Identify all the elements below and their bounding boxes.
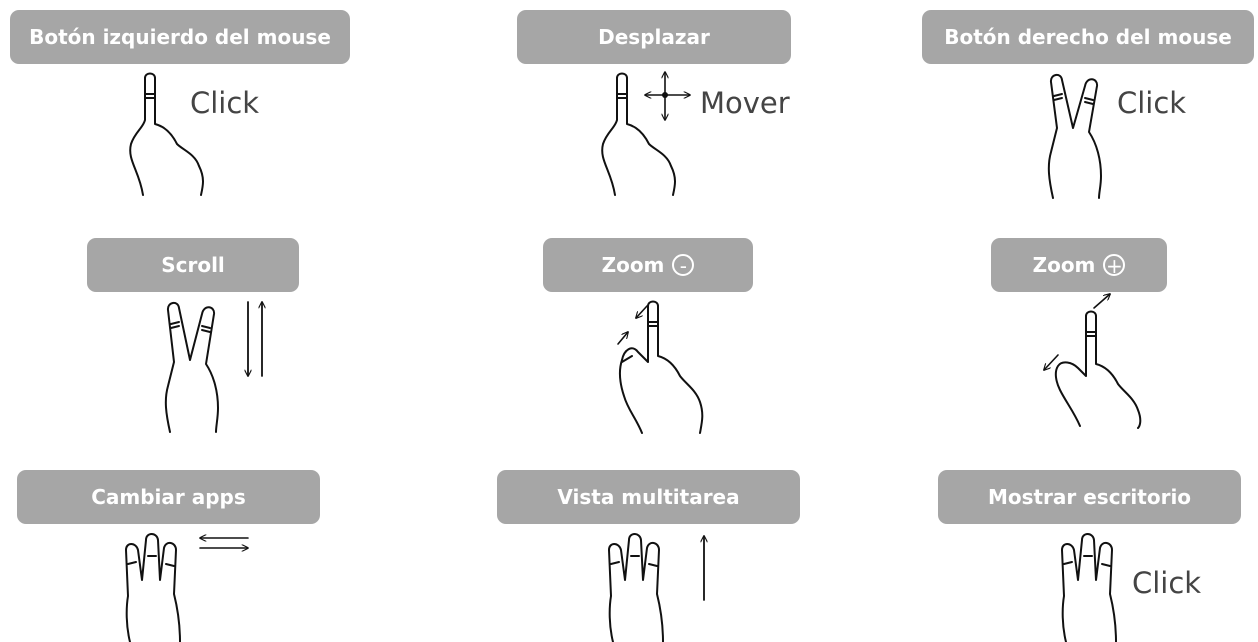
move-arrows-icon bbox=[644, 71, 691, 121]
label-multitask-text: Vista multitarea bbox=[557, 485, 740, 509]
label-show-desktop: Mostrar escritorio bbox=[938, 470, 1241, 524]
label-zoom-out-text: Zoom bbox=[601, 253, 665, 277]
label-scroll-text: Scroll bbox=[161, 253, 225, 277]
label-left-click-text: Botón izquierdo del mouse bbox=[29, 25, 331, 49]
scroll-arrows-icon bbox=[248, 301, 262, 377]
zoom-minus-icon: - bbox=[672, 254, 695, 277]
caption-right-click: Click bbox=[1117, 86, 1187, 120]
one-finger-hand-icon bbox=[129, 72, 204, 196]
pinch-arrows-icon bbox=[617, 305, 648, 345]
scroll-hand-icon bbox=[164, 302, 219, 433]
label-right-click: Botón derecho del mouse bbox=[922, 10, 1254, 64]
caption-show-desktop: Click bbox=[1132, 566, 1202, 600]
caption-pan: Mover bbox=[700, 86, 790, 120]
pan-hand-icon bbox=[601, 72, 676, 196]
label-pan-text: Desplazar bbox=[598, 25, 710, 49]
label-show-desktop-text: Mostrar escritorio bbox=[987, 485, 1192, 509]
label-right-click-text: Botón derecho del mouse bbox=[944, 25, 1232, 49]
three-finger-hand-icon-multitask bbox=[608, 533, 664, 642]
label-switch-apps-text: Cambiar apps bbox=[91, 485, 246, 509]
three-finger-hand-icon-desktop bbox=[1061, 533, 1117, 642]
label-multitask: Vista multitarea bbox=[497, 470, 800, 524]
pinch-hand-icon bbox=[618, 300, 704, 434]
label-pan: Desplazar bbox=[517, 10, 791, 64]
zoom-plus-icon: + bbox=[1103, 254, 1126, 277]
three-finger-hand-icon bbox=[125, 533, 181, 642]
caption-left-click: Click bbox=[190, 86, 260, 120]
label-zoom-in-text: Zoom bbox=[1032, 253, 1096, 277]
spread-arrows-icon bbox=[1044, 294, 1110, 370]
switch-arrows-icon bbox=[199, 538, 249, 548]
label-switch-apps: Cambiar apps bbox=[17, 470, 320, 524]
spread-hand-icon bbox=[1054, 310, 1142, 429]
label-zoom-in: Zoom + bbox=[991, 238, 1167, 292]
two-finger-hand-icon bbox=[1047, 74, 1102, 199]
label-left-click: Botón izquierdo del mouse bbox=[10, 10, 350, 64]
label-scroll: Scroll bbox=[87, 238, 299, 292]
label-zoom-out: Zoom - bbox=[543, 238, 753, 292]
